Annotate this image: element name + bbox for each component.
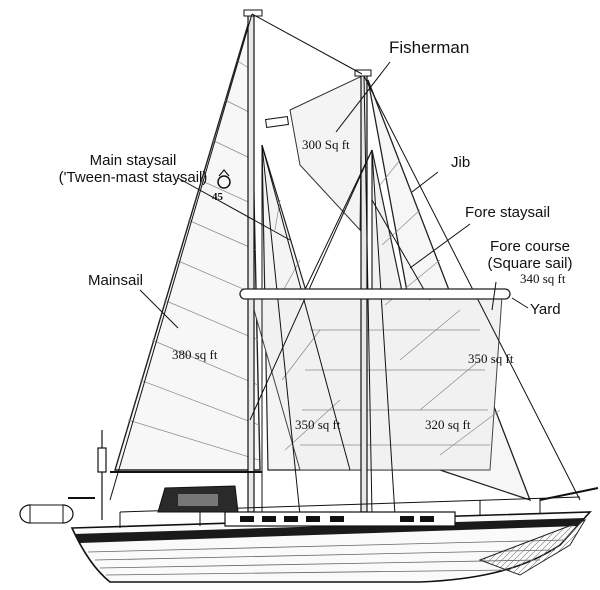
label-main-staysail: Main staysail ('Tween-mast staysail) xyxy=(58,152,208,187)
area-fisherman: 300 Sq ft xyxy=(302,137,350,152)
label-fore-course-line2: (Square sail) xyxy=(487,255,573,273)
hull-planking xyxy=(87,539,566,576)
label-fore-staysail: Fore staysail xyxy=(465,204,551,221)
sail-number: 45 xyxy=(212,191,223,203)
area-fore-course: 340 sq ft xyxy=(520,271,566,286)
fore-mast-cap xyxy=(354,69,372,77)
main-mast xyxy=(247,11,255,513)
yard-spar xyxy=(239,288,511,300)
area-fore-staysail: 320 sq ft xyxy=(425,417,471,432)
area-main-staysail: 350 sq ft xyxy=(295,417,341,432)
bowsprit xyxy=(539,487,599,501)
hull-stripe xyxy=(74,518,585,543)
rigging xyxy=(109,13,581,516)
dodger-window xyxy=(178,494,218,506)
fisherman-gaff xyxy=(264,115,290,129)
sail-emblem xyxy=(217,169,231,189)
label-fore-course-line1: Fore course xyxy=(489,238,571,255)
leader-lines xyxy=(139,61,529,329)
label-jib: Jib xyxy=(451,154,471,171)
fisherman-sail xyxy=(289,75,363,232)
area-jib: 350 sq ft xyxy=(468,351,514,366)
label-mainsail: Mainsail xyxy=(88,272,144,289)
label-main-staysail-line1: Main staysail xyxy=(89,152,177,169)
stern-davits xyxy=(19,497,95,524)
keel xyxy=(478,519,587,576)
label-yard: Yard xyxy=(530,301,561,318)
area-mainsail: 380 sq ft xyxy=(172,347,218,362)
main-mast-cap xyxy=(243,9,263,17)
label-fore-course: Fore course (Square sail) xyxy=(480,238,580,273)
label-fisherman: Fisherman xyxy=(389,38,470,57)
label-main-staysail-line2: ('Tween-mast staysail) xyxy=(58,169,208,187)
wind-vane xyxy=(97,430,107,520)
mainsail-sail xyxy=(114,17,261,471)
portholes xyxy=(240,516,434,522)
